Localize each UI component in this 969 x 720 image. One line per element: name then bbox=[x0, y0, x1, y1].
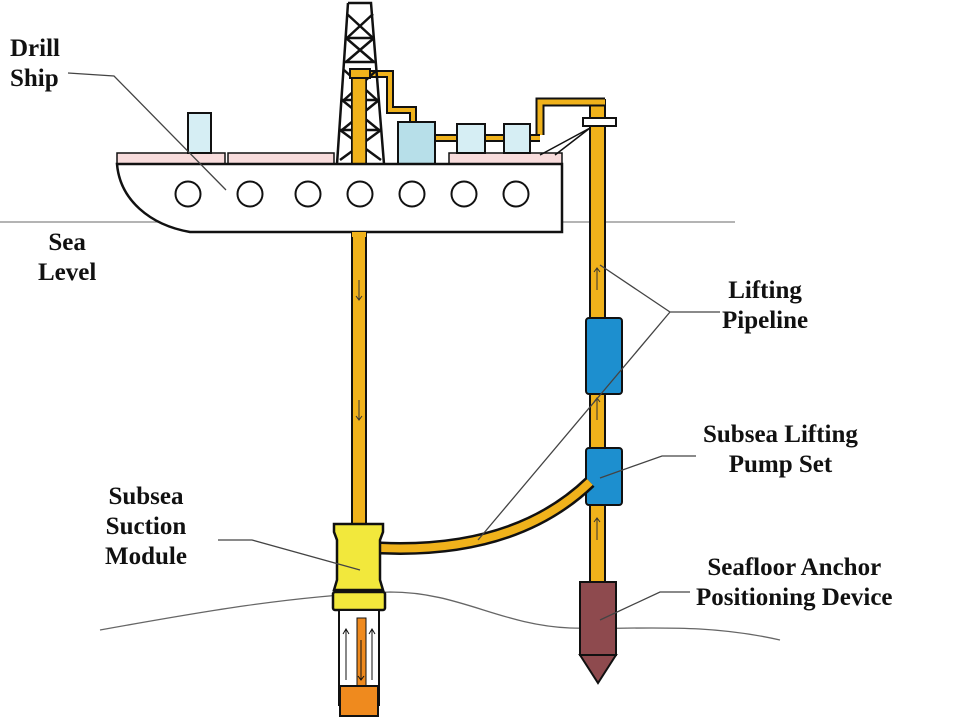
pipe-clamp bbox=[582, 117, 617, 127]
ship-hull bbox=[115, 162, 564, 234]
label-line: Sea bbox=[48, 229, 86, 256]
label-line: Ship bbox=[10, 65, 59, 92]
label-line: Pipeline bbox=[722, 307, 809, 334]
deck-strip bbox=[116, 152, 226, 165]
equipment-box bbox=[397, 121, 436, 165]
equipment-box bbox=[187, 112, 212, 154]
equipment-box bbox=[456, 123, 486, 154]
top-drive bbox=[349, 68, 371, 79]
pump-module-upper bbox=[585, 317, 623, 395]
portholes bbox=[174, 180, 530, 208]
seafloor-anchor bbox=[579, 581, 617, 656]
collector-head bbox=[339, 685, 379, 717]
label-line: Level bbox=[38, 259, 97, 286]
label-line: Suction bbox=[105, 513, 187, 540]
label-line: Positioning Device bbox=[696, 584, 893, 611]
label-drill-ship: Drill Ship bbox=[10, 34, 60, 94]
label-line: Subsea bbox=[108, 483, 184, 510]
label-suction-module: Subsea Suction Module bbox=[105, 482, 187, 572]
label-line: Subsea Lifting bbox=[703, 421, 858, 448]
label-line: Drill bbox=[10, 35, 60, 62]
subsea-suction-module bbox=[332, 522, 385, 592]
label-anchor: Seafloor Anchor Positioning Device bbox=[696, 553, 893, 613]
equipment-box bbox=[503, 123, 531, 154]
leader-lines bbox=[67, 72, 720, 621]
label-lifting-pipeline: Lifting Pipeline bbox=[722, 276, 808, 336]
label-line: Lifting bbox=[728, 277, 802, 304]
label-pump-set: Subsea Lifting Pump Set bbox=[703, 420, 858, 480]
crane-stays bbox=[539, 127, 591, 156]
label-line: Pump Set bbox=[728, 451, 833, 478]
label-line: Seafloor Anchor bbox=[707, 554, 882, 581]
label-sea-level: Sea Level bbox=[38, 228, 96, 288]
label-line: Module bbox=[105, 543, 187, 570]
seafloor-line bbox=[99, 591, 781, 641]
